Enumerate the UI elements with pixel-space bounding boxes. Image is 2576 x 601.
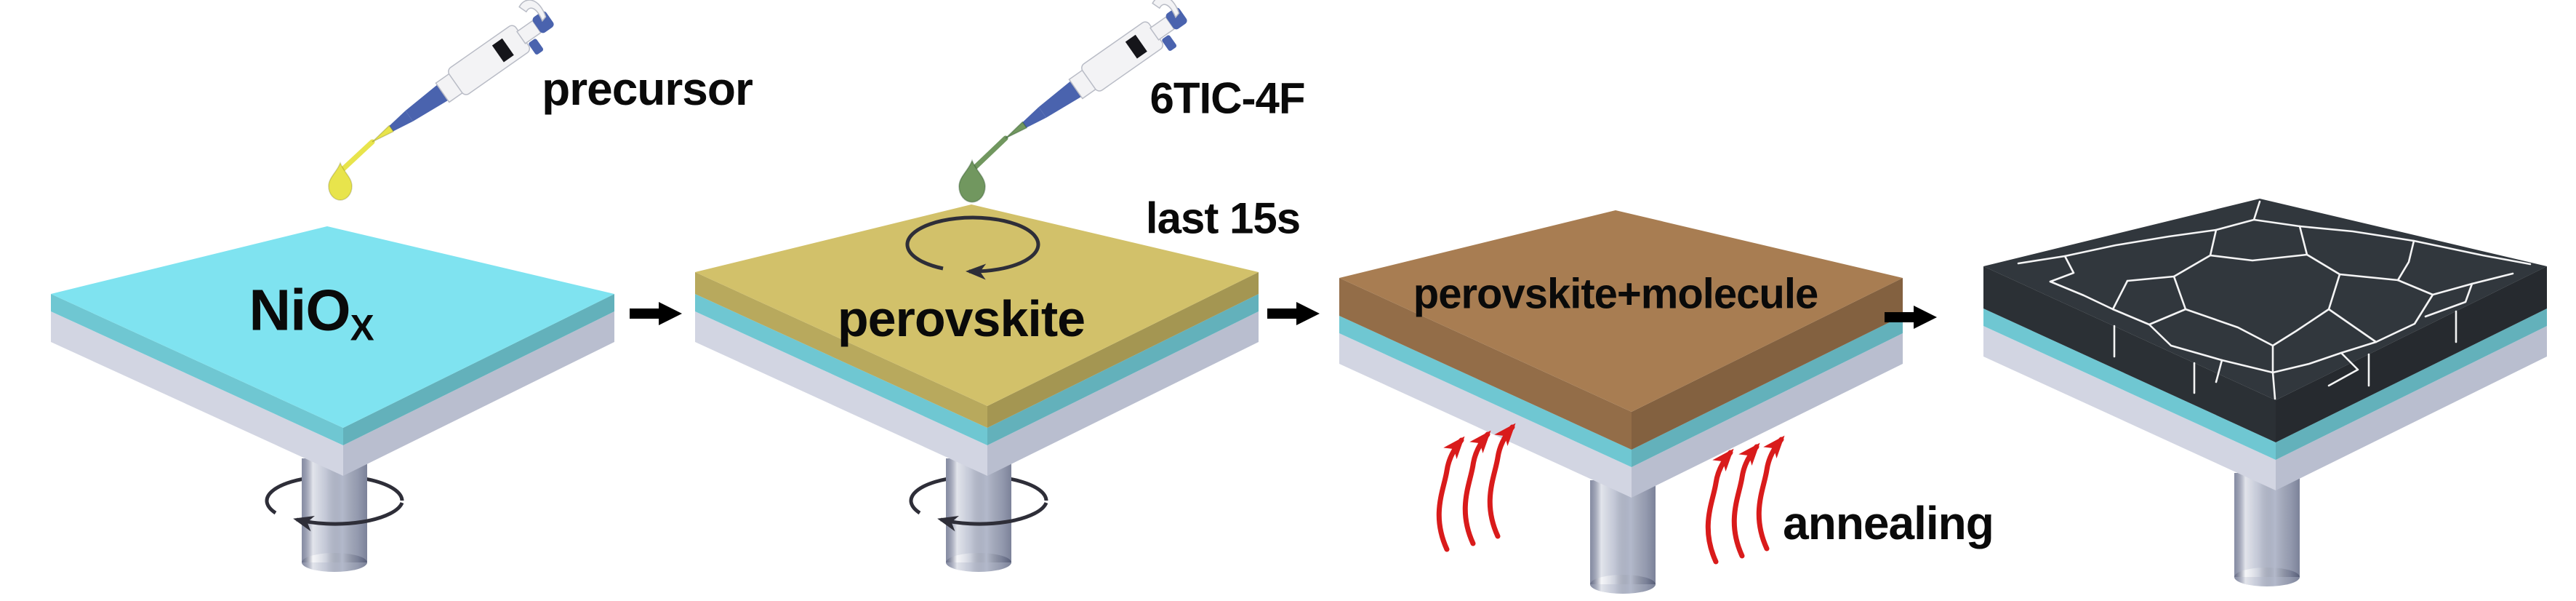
stage2-film-label-perovskite: perovskite [837, 290, 1086, 347]
pipette-liquid-tip [1005, 121, 1028, 139]
stage2-annotation-last15s: last 15s [1145, 194, 1301, 243]
heat-arrow-icon [1465, 434, 1488, 544]
substrate-plate [343, 311, 614, 476]
stage-1-station [51, 0, 614, 572]
niox-label-subscript: X [350, 307, 374, 349]
stage3-film-label-perovskite-molecule: perovskite+molecule [1413, 270, 1818, 318]
heat-arrow-icon [1734, 447, 1757, 556]
substrate-stack [695, 204, 1259, 476]
chuck [2234, 473, 2300, 586]
substrate-plate [1983, 326, 2276, 490]
grain-boundary-lines [2017, 200, 2532, 400]
substrate-stack [1339, 210, 1903, 498]
spin-chuck [302, 458, 367, 572]
heat-arrow-icon [1439, 440, 1461, 549]
stage-3-station [1339, 210, 1903, 594]
heat-arrows-left [1439, 427, 1512, 549]
pipette-liquid-tip [372, 124, 395, 143]
stage-4-station [1983, 199, 2547, 586]
stage-2-station [695, 0, 1259, 572]
perovskite-molecule-film-top [1339, 210, 1903, 412]
heat-arrow-icon [1759, 439, 1781, 549]
stage2-annotation-6tic4f: 6TIC-4F [1149, 73, 1305, 123]
stage1-annotation-precursor: precursor [542, 63, 753, 115]
step-arrow-icon [1267, 302, 1320, 325]
molecule-drop-icon [958, 159, 986, 203]
step-arrow-icon [630, 302, 682, 325]
stage3-annotation-annealing: annealing [1783, 497, 1994, 549]
liquid-stream [972, 135, 1008, 170]
precursor-drop-icon [328, 162, 353, 201]
pipette-icon [356, 0, 564, 162]
substrate-plate [1339, 333, 1632, 498]
stage1-film-label-niox: NiOX [249, 277, 374, 349]
heat-arrows-right [1708, 439, 1781, 562]
rotation-arrow-icon [293, 501, 404, 532]
substrate-plate [51, 311, 343, 476]
chuck [1590, 480, 1656, 594]
niox-label-main: NiO [249, 277, 350, 343]
substrate-plate [2276, 326, 2547, 490]
niox-film-top [51, 226, 614, 428]
liquid-stream [339, 139, 375, 173]
substrate-stack [51, 226, 614, 476]
heat-arrow-icon [1708, 453, 1730, 562]
spin-chuck [946, 458, 1011, 572]
surface-rotation-arrow-icon [905, 215, 1040, 280]
substrate-plate [1632, 333, 1903, 498]
substrate-plate [987, 311, 1259, 476]
substrate-stack [1983, 199, 2547, 490]
substrate-plate [695, 311, 987, 476]
rotation-arrow-icon [937, 501, 1048, 532]
step-arrow-icon [1885, 306, 1937, 329]
heat-arrow-icon [1490, 427, 1512, 536]
annealed-film-top [1983, 199, 2547, 400]
perovskite-film-top [695, 204, 1259, 406]
